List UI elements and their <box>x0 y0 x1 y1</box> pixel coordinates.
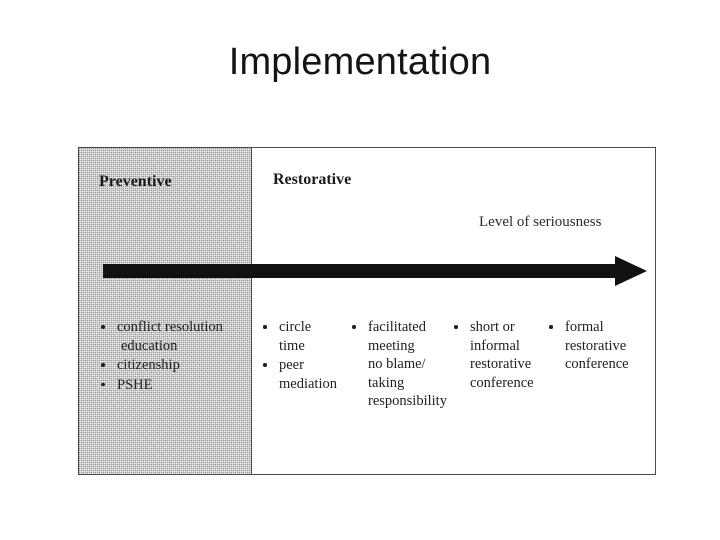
implementation-diagram: Preventive Restorative Level of seriousn… <box>78 147 656 475</box>
bullet-dot-icon <box>263 325 267 329</box>
bullet-column-short-informal-conference: short or informal restorative conference <box>453 318 549 392</box>
bullet-column-facilitated-meeting: facilitated meeting no blame/ taking res… <box>351 318 451 411</box>
page-title: Implementation <box>228 41 492 83</box>
list-item: conflict resolution education <box>100 318 250 355</box>
bullet-dot-icon <box>101 363 105 367</box>
list-item: short or informal restorative conference <box>453 318 549 392</box>
preventive-zone-panel <box>79 148 252 474</box>
list-item-line: facilitated <box>368 319 426 335</box>
bullet-column-preventive: conflict resolution education citizenshi… <box>100 318 250 394</box>
list-item: circle time <box>262 318 348 355</box>
bullet-dot-icon <box>549 325 553 329</box>
bullet-column-formal-conference: formal restorative conference <box>548 318 644 374</box>
list-item-line: mediation <box>279 375 337 392</box>
list-item-line: short or <box>470 319 515 335</box>
list-item-line: conflict resolution <box>117 319 223 335</box>
list-item: PSHE <box>100 376 250 395</box>
list-item-line: PSHE <box>117 376 153 393</box>
bullet-dot-icon <box>263 363 267 367</box>
list-item: formal restorative conference <box>548 318 644 374</box>
list-item-line: citizenship <box>117 357 180 373</box>
list-item-line: peer <box>279 357 304 373</box>
list-item-line: circle <box>279 319 312 335</box>
list-item-line: formal <box>565 319 604 335</box>
level-of-seriousness-label: Level of seriousness <box>479 214 602 230</box>
list-item-line: restorative <box>565 337 627 354</box>
bullet-dot-icon <box>454 325 458 329</box>
list-item-line: responsibility <box>368 393 447 409</box>
list-item: citizenship <box>100 356 250 375</box>
list-item-line: conference <box>565 356 629 372</box>
list-item-line: restorative <box>470 356 532 372</box>
list-item: facilitated meeting no blame/ taking res… <box>351 318 451 411</box>
list-item: peer mediation <box>262 356 348 393</box>
list-item-line: education <box>121 337 178 354</box>
bullet-dot-icon <box>101 325 105 329</box>
bullet-dot-icon <box>101 382 105 386</box>
bullet-dot-icon <box>352 325 356 329</box>
list-item-line: conference <box>470 374 534 391</box>
heading-restorative: Restorative <box>273 171 352 188</box>
heading-preventive: Preventive <box>99 173 172 190</box>
bullet-column-circle-time: circle time peer mediation <box>262 318 348 393</box>
list-item-line: informal <box>470 337 520 354</box>
list-item-line: time <box>279 337 305 354</box>
list-item-line: taking <box>368 374 405 391</box>
list-item-line: no blame/ <box>368 356 426 372</box>
list-item-line: meeting <box>368 337 415 354</box>
